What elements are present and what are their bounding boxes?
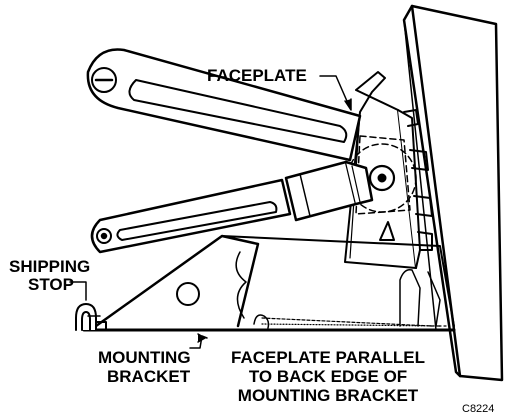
note-line1: FACEPLATE PARALLEL xyxy=(231,348,425,367)
upper-arm xyxy=(86,48,362,162)
shipping-stop xyxy=(75,303,107,331)
lower-arm xyxy=(90,160,374,254)
figure-code: C8224 xyxy=(462,403,495,415)
note-line3: MOUNTING BRACKET xyxy=(237,386,419,405)
faceplate-label: FACEPLATE xyxy=(207,66,307,85)
mounting-bracket-label-line2: BRACKET xyxy=(107,367,191,386)
mounting-bracket-label-line1: MOUNTING xyxy=(98,348,191,367)
shipping-stop-label-line2: STOP xyxy=(28,275,74,294)
mounting-bracket xyxy=(82,234,456,332)
note-line2: TO BACK EDGE OF xyxy=(248,367,408,386)
shipping-stop-label-line1: SHIPPING xyxy=(9,257,91,276)
leader-lines xyxy=(69,75,352,349)
